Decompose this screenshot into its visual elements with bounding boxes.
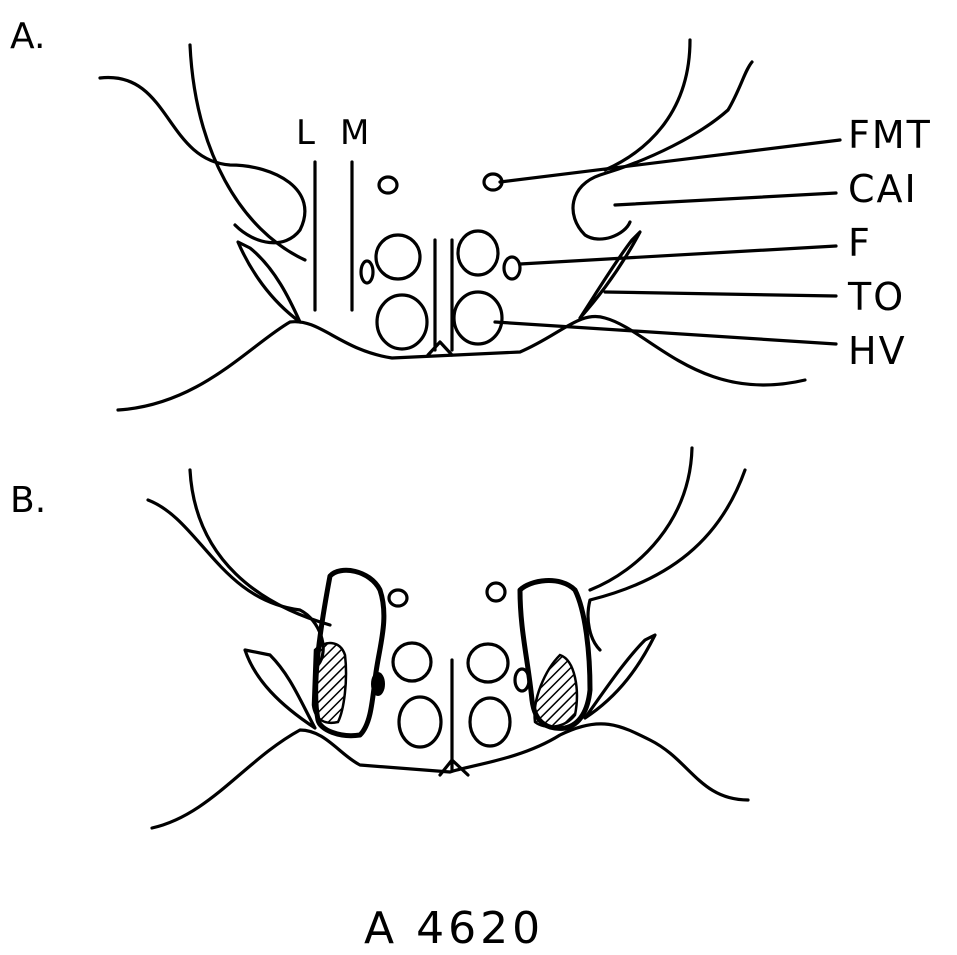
leader-to [605, 292, 836, 296]
central-outline-a-right [605, 40, 690, 170]
hv-oval-right-a [454, 292, 502, 344]
mark-m: M [340, 113, 369, 153]
floor-curve-a [118, 316, 805, 410]
small-circle-left-b [389, 590, 407, 606]
f-oval-left-a [376, 235, 420, 279]
lobe-left-b [148, 500, 323, 665]
label-hv: HV [848, 329, 907, 373]
small-circle-right-b [487, 583, 505, 601]
f-oval-left-b [393, 643, 431, 681]
right-lobe-a-cai [573, 62, 752, 239]
left-lobe-a [100, 77, 305, 242]
hatch-right-b [535, 655, 577, 727]
f-oval-right-a [458, 231, 498, 275]
midline-a [428, 240, 452, 355]
panel-a: A. L M [10, 16, 932, 410]
f-oval-right-b [468, 644, 508, 682]
floor-curve-b [152, 724, 748, 828]
left-to-b [245, 650, 315, 728]
lobe-right-b [588, 470, 745, 650]
central-outline-a [190, 45, 305, 260]
leader-cai [615, 193, 836, 205]
hv-oval-right-b [470, 698, 510, 746]
f-nub-right-b [515, 669, 529, 691]
mark-l: L [296, 113, 315, 153]
label-fmt: FMT [848, 113, 932, 157]
f-nub-left-a [361, 261, 373, 283]
f-nub-right-a [504, 257, 520, 279]
outer-right-b [590, 448, 692, 590]
leader-f [520, 246, 836, 264]
outer-left-b [190, 470, 330, 625]
midline-b [440, 660, 468, 775]
hv-oval-left-a [377, 295, 427, 349]
panel-b: B. [10, 448, 748, 828]
figure-code: A 4620 [364, 903, 544, 954]
right-to-a [580, 232, 640, 318]
panel-b-label: B. [10, 480, 46, 521]
hv-oval-left-b [399, 697, 441, 747]
label-cai: CAI [848, 167, 918, 211]
leader-hv [495, 322, 836, 344]
small-circle-left-a [379, 177, 397, 193]
hatch-left-b [313, 643, 346, 723]
panel-a-label: A. [10, 16, 45, 57]
right-to-b [585, 635, 655, 718]
dot-b [371, 672, 385, 696]
label-f: F [848, 221, 872, 265]
label-to: TO [847, 275, 905, 319]
